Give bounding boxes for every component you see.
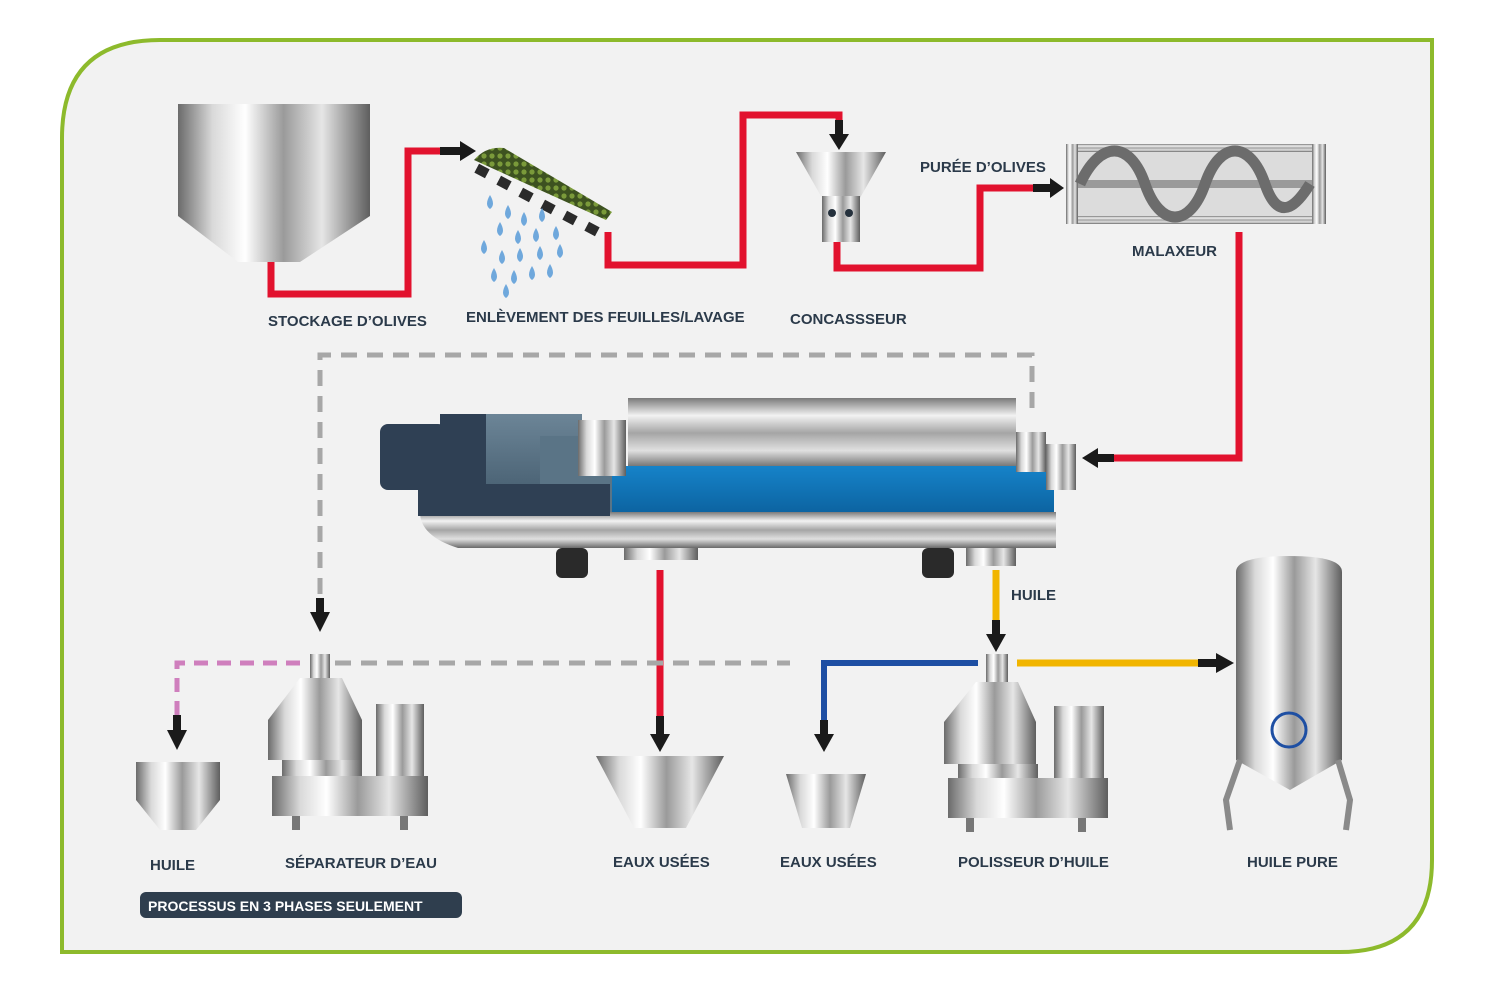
crusher-to-mixer-line	[833, 184, 1035, 272]
label-waste-water-2: EAUX USÉES	[780, 854, 877, 871]
label-pure-oil: HUILE PURE	[1247, 854, 1338, 871]
mixer-to-decanter-line	[1112, 232, 1243, 462]
waste-water-bin-2-icon	[786, 774, 866, 828]
polisher-to-waste-water-line	[821, 660, 978, 720]
three-phase-dashed-lines	[317, 352, 1035, 666]
separator-to-oil-bin-dashed	[174, 660, 300, 715]
label-water-separator: SÉPARATEUR D’EAU	[285, 855, 437, 872]
mixer-icon	[1066, 144, 1326, 224]
oil-bin-icon	[136, 762, 220, 830]
arrow-to-decanter	[1082, 448, 1114, 468]
oil-flow-lines	[992, 570, 1200, 667]
oil-polisher-icon	[944, 654, 1108, 832]
arrow-to-tank	[1198, 653, 1234, 673]
label-washing: ENLÈVEMENT DES FEUILLES/LAVAGE	[466, 309, 745, 326]
pure-oil-tank-icon	[1222, 556, 1354, 831]
label-oil-out: HUILE	[1011, 587, 1056, 604]
crusher-icon	[796, 152, 886, 242]
arrow-to-washer	[440, 141, 476, 161]
water-droplets-icon	[481, 195, 563, 298]
washing-conveyor-icon	[474, 147, 612, 237]
flow-arrows	[167, 120, 1234, 752]
decanter-to-separator-dashed	[317, 352, 1035, 598]
washer-to-crusher-line	[604, 111, 843, 269]
arrow-to-oil-bin	[167, 715, 187, 750]
label-storage: STOCKAGE D’OLIVES	[268, 313, 427, 330]
label-mixer: MALAXEUR	[1132, 243, 1217, 260]
storage-to-washer-line	[267, 147, 442, 298]
label-puree: PURÉE D’OLIVES	[920, 159, 1046, 176]
arrow-to-waste-2	[814, 720, 834, 752]
storage-hopper-icon	[178, 104, 370, 262]
label-oil-polisher: POLISSEUR D’HUILE	[958, 854, 1109, 871]
puree-flow-lines	[267, 111, 1243, 716]
arrow-to-separator	[310, 598, 330, 632]
label-oil-bin: HUILE	[150, 857, 195, 874]
decanter-centrifuge-icon	[380, 398, 1076, 578]
arrow-to-crusher	[829, 120, 849, 150]
label-crusher: CONCASSSEUR	[790, 311, 907, 328]
arrow-to-polisher	[986, 620, 1006, 652]
arrow-to-waste-1	[650, 716, 670, 752]
badge-text: PROCESSUS EN 3 PHASES SEULEMENT	[148, 898, 423, 914]
label-waste-water-1: EAUX USÉES	[613, 854, 710, 871]
water-separator-icon	[268, 654, 428, 830]
three-phase-badge: PROCESSUS EN 3 PHASES SEULEMENT	[140, 892, 462, 918]
waste-water-bin-1-icon	[596, 756, 724, 828]
arrow-to-mixer	[1033, 178, 1064, 198]
